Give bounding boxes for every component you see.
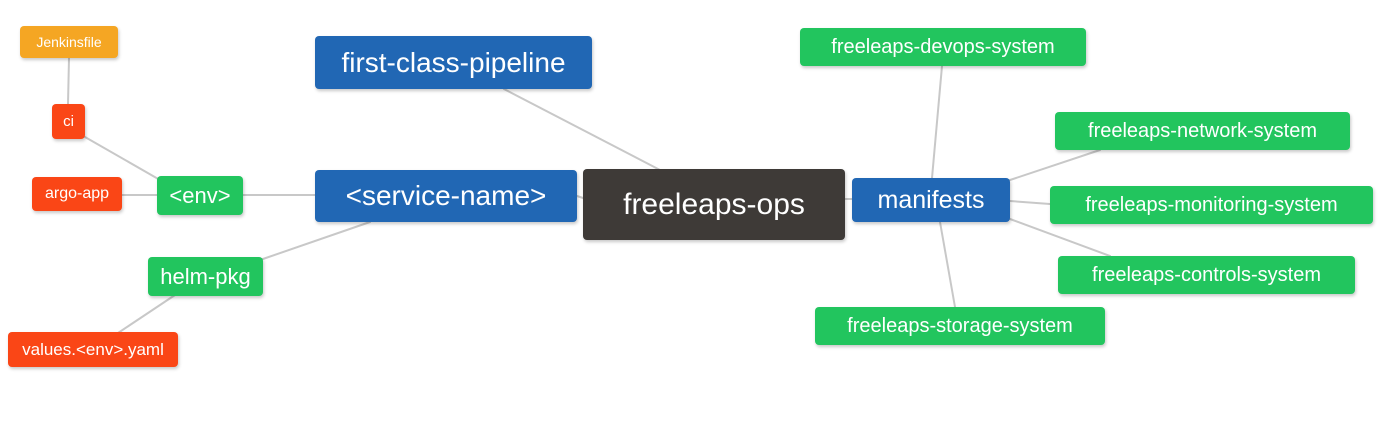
node-monitoring[interactable]: freeleaps-monitoring-system [1050,186,1373,224]
node-env[interactable]: <env> [157,176,243,215]
edge-helm-pkg-to-service-name [259,221,371,261]
node-controls[interactable]: freeleaps-controls-system [1058,256,1355,294]
edge-manifests-to-monitoring [1009,200,1051,205]
edge-ci-to-env [84,136,161,181]
node-values-yaml[interactable]: values.<env>.yaml [8,332,178,367]
edge-manifests-to-controls [1009,218,1111,257]
node-manifests[interactable]: manifests [852,178,1010,222]
edge-pipeline-to-root [503,88,661,171]
node-ci[interactable]: ci [52,104,85,139]
node-root[interactable]: freeleaps-ops [583,169,845,240]
node-jenkinsfile[interactable]: Jenkinsfile [20,26,118,58]
node-pipeline[interactable]: first-class-pipeline [315,36,592,89]
edge-manifests-to-storage [939,221,956,308]
node-service-name[interactable]: <service-name> [315,170,577,222]
node-helm-pkg[interactable]: helm-pkg [148,257,263,296]
edge-manifests-to-devops [931,65,943,179]
edge-values-yaml-to-helm-pkg [117,294,176,334]
node-devops[interactable]: freeleaps-devops-system [800,28,1086,66]
edge-jenkinsfile-to-ci [67,57,70,105]
node-argo-app[interactable]: argo-app [32,177,122,211]
node-network[interactable]: freeleaps-network-system [1055,112,1350,150]
edge-manifests-to-network [1009,149,1101,181]
node-storage[interactable]: freeleaps-storage-system [815,307,1105,345]
